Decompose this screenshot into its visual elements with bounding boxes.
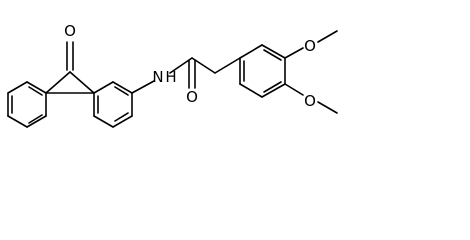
methylene-linker xyxy=(214,57,241,74)
methoxy-group-lower xyxy=(284,83,338,114)
ketone-double-bond xyxy=(66,41,74,71)
methoxy-oxygen-upper-label: O xyxy=(304,37,316,55)
fluorenone-left-ring xyxy=(7,81,47,128)
methoxy-group-upper xyxy=(284,30,338,59)
dimethoxyphenyl-ring xyxy=(239,44,286,98)
chemical-structure-diagram: O N H O O O xyxy=(7,22,338,128)
fluorenone-five-membered-ring xyxy=(45,71,95,94)
fluorenone-right-ring xyxy=(93,81,133,128)
amide-nitrogen-label: N xyxy=(152,68,163,86)
amide-hydrogen-label: H xyxy=(165,68,176,86)
amide-oxygen-label: O xyxy=(186,88,198,106)
methoxy-oxygen-lower-label: O xyxy=(304,92,316,110)
amide-linkage xyxy=(131,57,216,94)
keto-oxygen-label: O xyxy=(64,22,76,40)
